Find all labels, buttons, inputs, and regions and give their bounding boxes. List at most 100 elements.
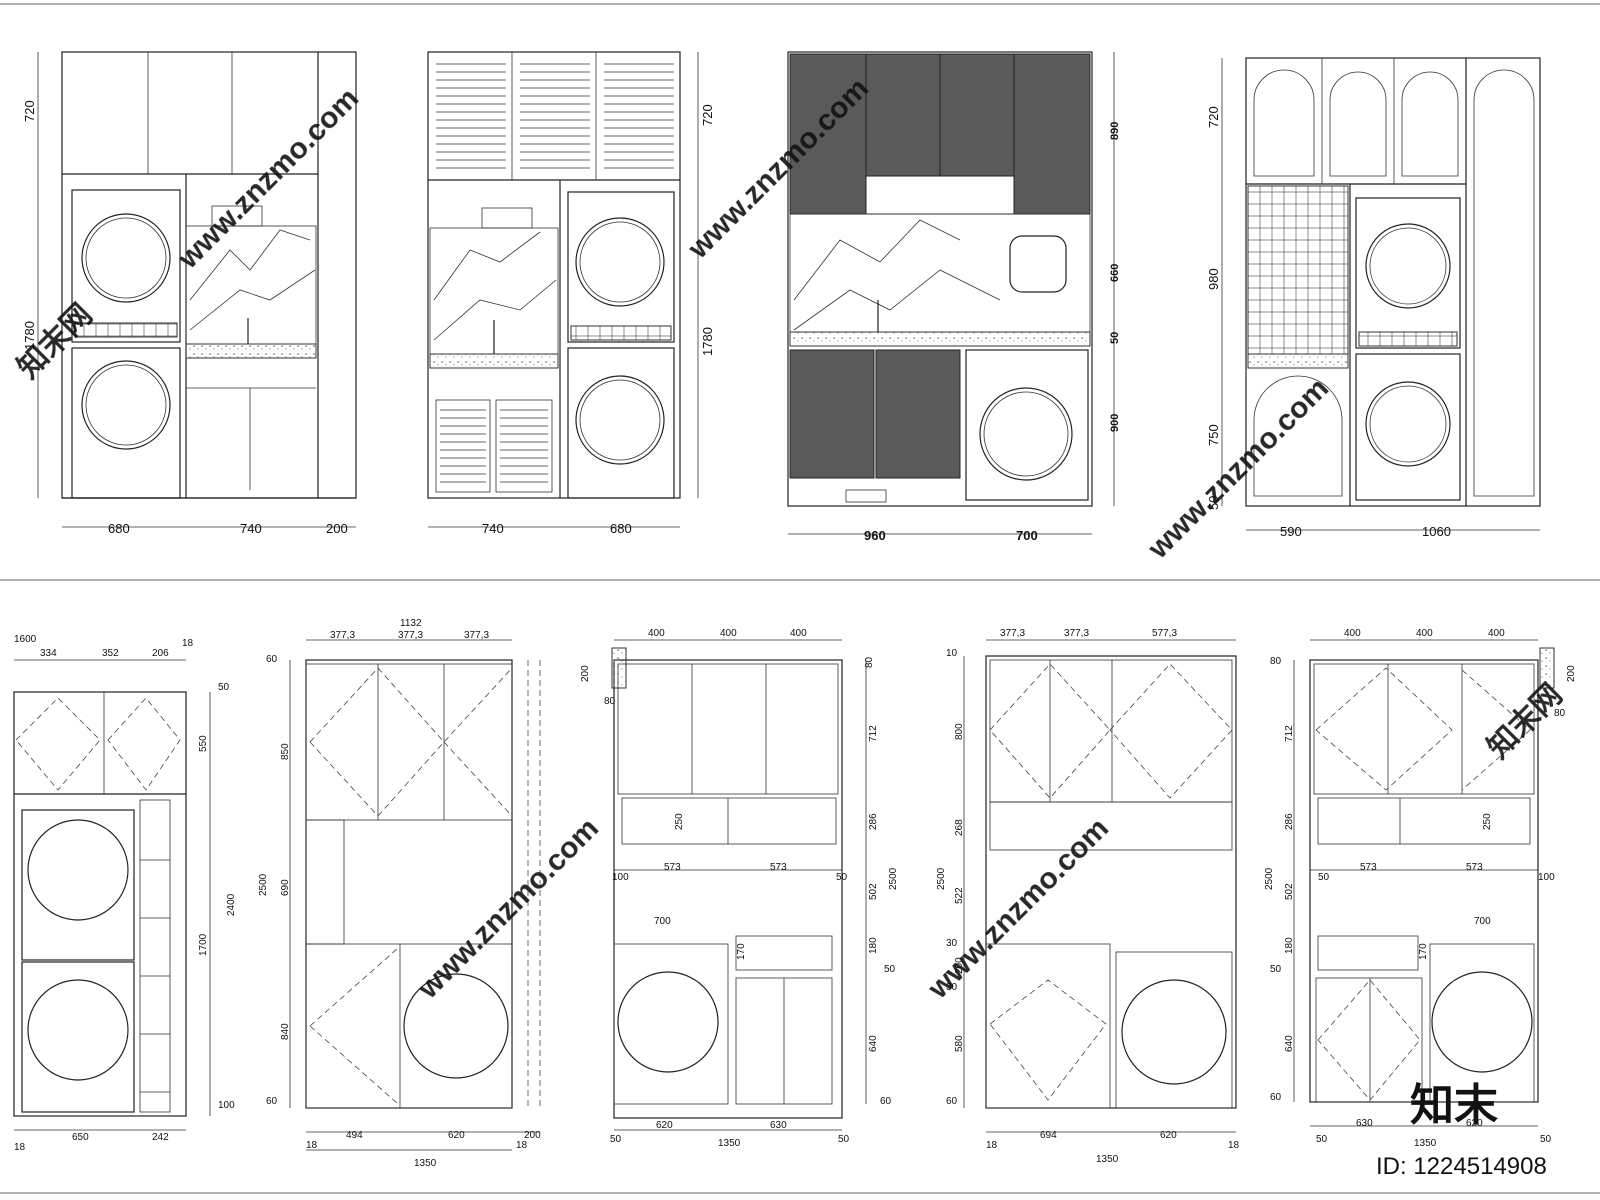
watermark-url: www.znzmo.com bbox=[411, 812, 605, 1006]
dim-i-400c: 400 bbox=[1488, 628, 1505, 639]
dim-h-620: 620 bbox=[1160, 1130, 1177, 1141]
dim-h-800: 800 bbox=[954, 723, 965, 740]
elevation-i: 400 400 400 80 200 80 712 286 250 2500 5… bbox=[1264, 628, 1577, 1149]
dim-i-400b: 400 bbox=[1416, 628, 1433, 639]
dim-f-18b: 18 bbox=[516, 1140, 528, 1151]
dim-h-580: 580 bbox=[954, 1035, 965, 1052]
dim-g-640: 640 bbox=[868, 1035, 879, 1052]
dim-d-50: 50 bbox=[1206, 496, 1221, 510]
dim-g-80b: 80 bbox=[864, 656, 875, 668]
dim-i-502: 502 bbox=[1284, 883, 1295, 900]
dim-c-890: 890 bbox=[1109, 122, 1121, 140]
dim-h-60: 60 bbox=[946, 1096, 958, 1107]
dim-i-620: 620 bbox=[1466, 1118, 1483, 1129]
dim-f-377c: 377,3 bbox=[464, 630, 489, 641]
dim-g-630: 630 bbox=[770, 1120, 787, 1131]
dim-e-1600: 1600 bbox=[14, 634, 37, 645]
dim-i-170: 170 bbox=[1418, 943, 1429, 960]
dim-c-700: 700 bbox=[1016, 528, 1038, 543]
dim-i-50d: 50 bbox=[1540, 1134, 1552, 1145]
dim-h-200: 200 bbox=[954, 957, 965, 974]
dim-h-30: 30 bbox=[946, 938, 958, 949]
dim-b-720: 720 bbox=[700, 104, 715, 126]
dim-i-2500: 2500 bbox=[1264, 867, 1275, 890]
dim-i-700: 700 bbox=[1474, 916, 1491, 927]
dim-h-18: 18 bbox=[986, 1140, 998, 1151]
dim-e-2400: 2400 bbox=[226, 893, 237, 916]
dim-g-180: 180 bbox=[868, 937, 879, 954]
dim-g-400b: 400 bbox=[720, 628, 737, 639]
dim-i-1350: 1350 bbox=[1414, 1138, 1437, 1149]
dim-i-400a: 400 bbox=[1344, 628, 1361, 639]
dim-g-50b: 50 bbox=[836, 872, 848, 883]
dim-g-400a: 400 bbox=[648, 628, 665, 639]
dim-f-494: 494 bbox=[346, 1130, 363, 1141]
dim-g-502: 502 bbox=[868, 883, 879, 900]
elevation-f: 1132 377,3 377,3 377,3 60 850 2500 690 8… bbox=[258, 618, 541, 1169]
dim-f-2500: 2500 bbox=[258, 873, 269, 896]
dim-g-80a: 80 bbox=[604, 696, 616, 707]
dim-i-630: 630 bbox=[1356, 1118, 1373, 1129]
elevation-c: 890 660 50 900 960 700 bbox=[787, 51, 1121, 543]
dim-f-1350: 1350 bbox=[414, 1158, 437, 1169]
dim-g-700: 700 bbox=[654, 916, 671, 927]
dim-a-1780: 1780 bbox=[22, 321, 37, 350]
dim-g-200: 200 bbox=[580, 665, 591, 682]
dim-f-1132: 1132 bbox=[400, 618, 422, 629]
elevation-d: 720 980 750 50 590 1060 bbox=[1206, 57, 1541, 539]
dim-e-100: 100 bbox=[218, 1100, 235, 1111]
dim-f-690: 690 bbox=[280, 879, 291, 896]
dim-g-100: 100 bbox=[612, 872, 629, 883]
dim-e-650: 650 bbox=[72, 1132, 89, 1143]
dim-i-60: 60 bbox=[1270, 1092, 1282, 1103]
dim-i-50b: 50 bbox=[1318, 872, 1330, 883]
dim-d-1060: 1060 bbox=[1422, 524, 1451, 539]
dim-h-522: 522 bbox=[954, 887, 965, 904]
dim-g-170: 170 bbox=[736, 943, 747, 960]
elevation-h: 377,3 377,3 577,3 10 800 268 2500 522 30… bbox=[936, 628, 1240, 1165]
dim-h-694: 694 bbox=[1040, 1130, 1057, 1141]
dim-a-720: 720 bbox=[22, 100, 37, 122]
elevation-g: 400 400 400 200 80 80 712 286 250 502 25… bbox=[580, 628, 899, 1149]
dim-g-2500: 2500 bbox=[888, 867, 899, 890]
image-id-label: ID: 1224514908 bbox=[1376, 1153, 1547, 1180]
dim-h-18b: 18 bbox=[1228, 1140, 1240, 1151]
dim-g-712: 712 bbox=[868, 725, 879, 742]
dim-g-50d: 50 bbox=[838, 1134, 850, 1145]
dim-h-577: 577,3 bbox=[1152, 628, 1177, 639]
dim-g-250: 250 bbox=[674, 813, 685, 830]
dim-g-286: 286 bbox=[868, 813, 879, 830]
dim-i-50: 50 bbox=[1270, 964, 1282, 975]
watermark-url: www.znzmo.com bbox=[921, 812, 1115, 1006]
dim-e-50: 50 bbox=[218, 682, 230, 693]
dim-f-60b: 60 bbox=[266, 1096, 278, 1107]
dim-i-80b: 80 bbox=[1554, 708, 1566, 719]
dim-f-620: 620 bbox=[448, 1130, 465, 1141]
dim-g-573a: 573 bbox=[664, 862, 681, 873]
dim-a-680: 680 bbox=[108, 521, 130, 536]
elevation-e: 1600 334 352 206 18 50 550 2400 1700 100… bbox=[13, 634, 237, 1153]
dim-i-80: 80 bbox=[1270, 656, 1282, 667]
dim-e-1700: 1700 bbox=[198, 933, 209, 956]
dim-f-200: 200 bbox=[524, 1130, 541, 1141]
dim-g-573b: 573 bbox=[770, 862, 787, 873]
dim-i-200: 200 bbox=[1566, 665, 1577, 682]
dim-h-268: 268 bbox=[954, 819, 965, 836]
dim-a-200: 200 bbox=[326, 521, 348, 536]
dim-h-10: 10 bbox=[946, 648, 958, 659]
dim-d-720: 720 bbox=[1206, 106, 1221, 128]
dim-g-400c: 400 bbox=[790, 628, 807, 639]
brand-logo: 知末 bbox=[1410, 1081, 1498, 1130]
dim-d-590: 590 bbox=[1280, 524, 1302, 539]
dim-c-960: 960 bbox=[864, 528, 886, 543]
dim-h-30b: 30 bbox=[946, 982, 958, 993]
dim-d-750: 750 bbox=[1206, 424, 1221, 446]
dim-e-550: 550 bbox=[198, 735, 209, 752]
dim-c-900: 900 bbox=[1109, 414, 1121, 432]
dim-g-60: 60 bbox=[880, 1096, 892, 1107]
dim-h-2500: 2500 bbox=[936, 867, 947, 890]
dim-f-850: 850 bbox=[280, 743, 291, 760]
dim-c-50: 50 bbox=[1109, 332, 1121, 344]
dim-h-377b: 377,3 bbox=[1064, 628, 1089, 639]
dim-i-100: 100 bbox=[1538, 872, 1555, 883]
